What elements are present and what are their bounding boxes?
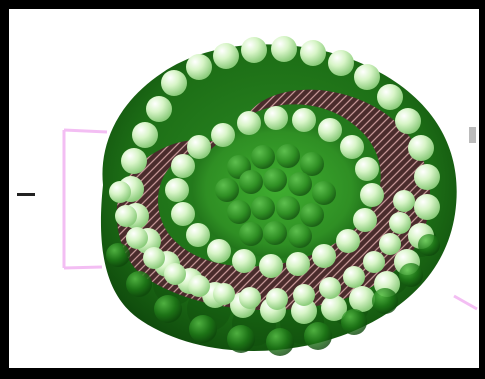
left-guide-icon [64,130,107,268]
liposome-illustration [9,9,479,368]
right-edge-mark [469,127,476,143]
left-edge-mark [17,193,35,196]
right-guide-icon [454,296,477,309]
